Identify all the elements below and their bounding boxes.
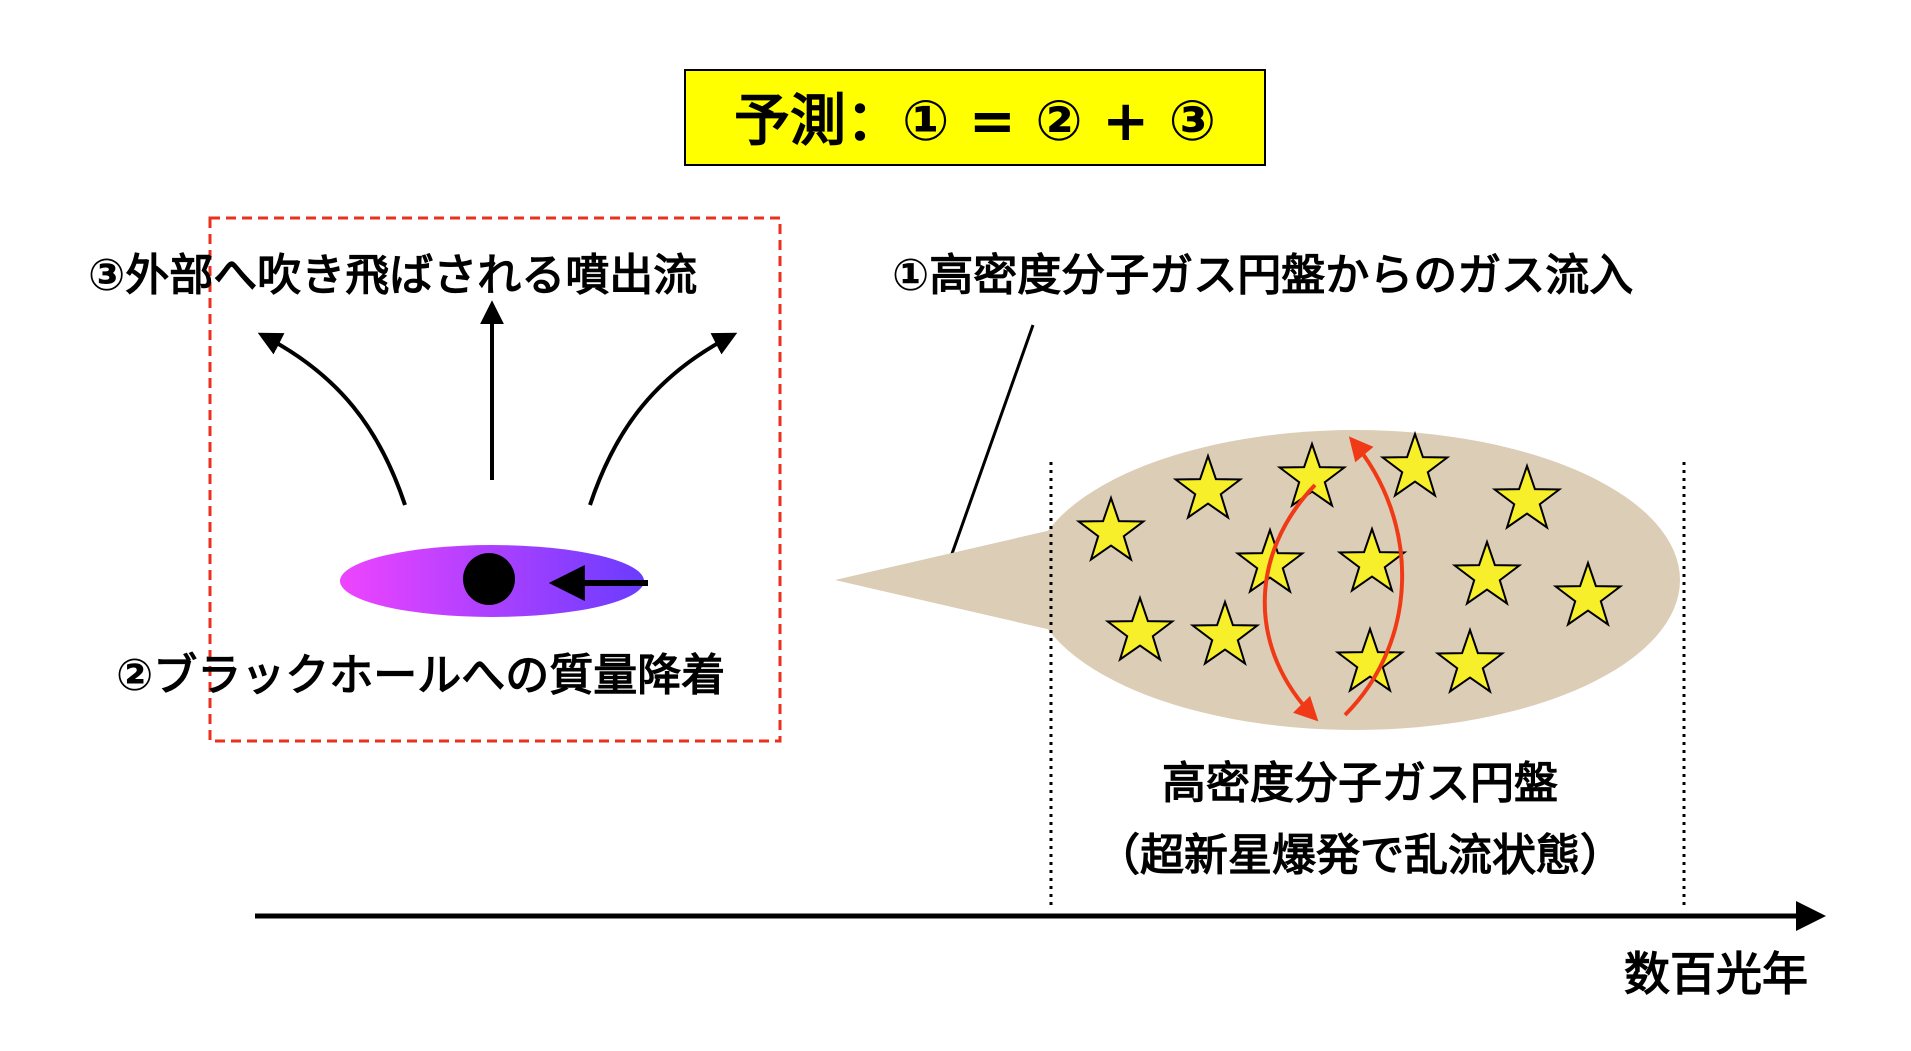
outflow-arrow-right (588, 332, 738, 506)
outflow-arrow-left (257, 332, 407, 506)
title-text: 予測：① = ② + ③ (734, 89, 1216, 154)
turbulence-arrow-down (1262, 483, 1319, 722)
black-hole-icon (463, 553, 515, 605)
disk-note-label: （超新星爆発で乱流状態） (1096, 830, 1624, 881)
gas-inflow-tail (835, 528, 1060, 632)
turbulence-arrow-up (1343, 436, 1405, 717)
title-group: 予測：① = ② + ③ (684, 69, 1266, 166)
accretion-label: ②ブラックホールへの質量降着 (116, 650, 725, 701)
title-box (684, 69, 1266, 166)
outflow-label: ③外部へ吹き飛ばされる噴出流 (88, 250, 697, 301)
inflow-label: ①高密度分子ガス円盤からのガス流入 (892, 250, 1633, 301)
inflow-pointer-arrow (938, 324, 1035, 586)
outflow-arrows (257, 300, 738, 506)
disk-name-label: 高密度分子ガス円盤 (1162, 758, 1558, 809)
dashed-region-box (208, 216, 782, 743)
accretion-system (340, 545, 648, 617)
molecular-gas-disk (835, 430, 1680, 730)
scale-label: 数百光年 (1624, 947, 1808, 1001)
